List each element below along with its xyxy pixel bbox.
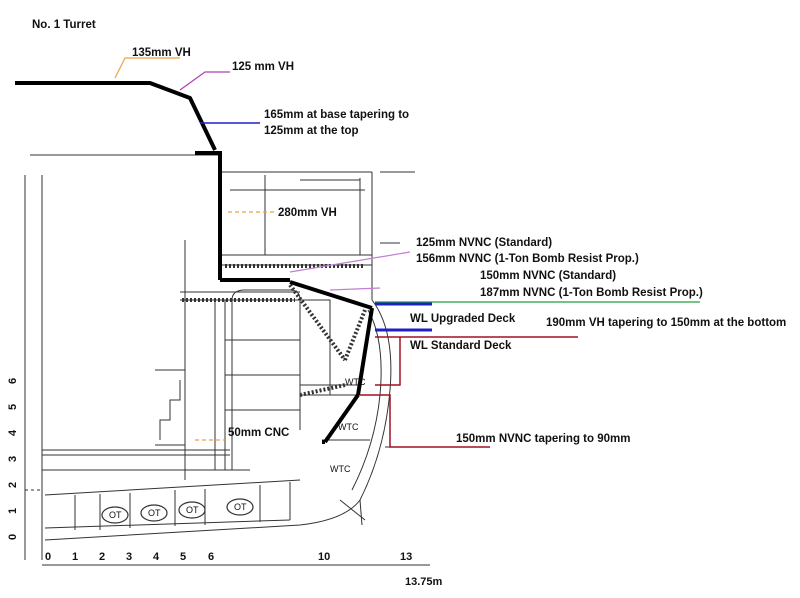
ot-tank-3 xyxy=(178,501,206,519)
diagram-title: No. 1 Turret xyxy=(32,19,96,31)
y-tick-label: 4 xyxy=(7,429,19,436)
label-barbette: 280mm VH xyxy=(278,207,337,219)
label-deck-std-1: 125mm NVNC (Standard) xyxy=(416,237,552,249)
label-belt: 190mm VH tapering to 150mm at the bottom xyxy=(546,317,786,329)
label-deck-bomb-2: 187mm NVNC (1-Ton Bomb Resist Prop.) xyxy=(480,287,703,299)
ot-tank-1 xyxy=(101,506,129,524)
label-wl-upgraded: WL Upgraded Deck xyxy=(410,313,516,325)
y-tick-label: 2 xyxy=(7,482,19,488)
ot-label-3: OT xyxy=(186,505,199,515)
label-wl-standard: WL Standard Deck xyxy=(410,340,512,352)
wtc-label-2: WTC xyxy=(338,422,359,432)
leader-lines xyxy=(114,57,700,448)
label-turret-roof-front: 135mm VH xyxy=(132,47,191,59)
y-axis: 0 1 2 3 4 5 6 xyxy=(7,378,19,540)
label-lower-belt: 150mm NVNC tapering to 90mm xyxy=(456,433,630,445)
x-tick-label: 10 xyxy=(318,551,330,563)
label-turret-face-2: 125mm at the top xyxy=(264,125,359,137)
hatched-members xyxy=(182,264,367,397)
x-tick-label: 3 xyxy=(126,551,132,563)
x-tick-label: 5 xyxy=(180,551,186,563)
x-tick-label: 1 xyxy=(72,551,78,563)
label-turret-face-1: 165mm at base tapering to xyxy=(264,109,409,121)
label-turret-roof-slope: 125 mm VH xyxy=(232,61,294,73)
hull-structure xyxy=(24,154,430,566)
x-tick-label: 0 xyxy=(45,551,51,563)
y-tick-label: 0 xyxy=(7,534,19,540)
x-tick-label: 13 xyxy=(400,551,412,563)
label-deck-bomb-1: 156mm NVNC (1-Ton Bomb Resist Prop.) xyxy=(416,253,639,265)
y-tick-label: 5 xyxy=(7,404,19,410)
ot-label-1: OT xyxy=(109,510,122,520)
x-axis-end-label: 13.75m xyxy=(405,576,443,588)
ot-tank-2 xyxy=(140,504,168,522)
x-axis: 0 1 2 3 4 5 6 10 13 xyxy=(45,551,412,563)
armor-outline xyxy=(15,81,374,444)
x-tick-label: 2 xyxy=(99,551,105,563)
x-tick-label: 6 xyxy=(208,551,214,563)
label-cnc: 50mm CNC xyxy=(228,427,289,439)
label-deck-std-2: 150mm NVNC (Standard) xyxy=(480,270,616,282)
y-tick-label: 3 xyxy=(7,456,19,462)
y-tick-label: 1 xyxy=(7,508,19,514)
wtc-label-3: WTC xyxy=(330,464,351,474)
y-tick-label: 6 xyxy=(7,378,19,384)
ot-label-2: OT xyxy=(148,508,161,518)
wtc-label-1: WTC xyxy=(345,377,366,387)
ot-tank-4 xyxy=(226,498,254,516)
ot-label-4: OT xyxy=(234,502,247,512)
x-tick-label: 4 xyxy=(153,551,160,563)
ot-tanks: OT OT OT OT xyxy=(101,498,254,524)
